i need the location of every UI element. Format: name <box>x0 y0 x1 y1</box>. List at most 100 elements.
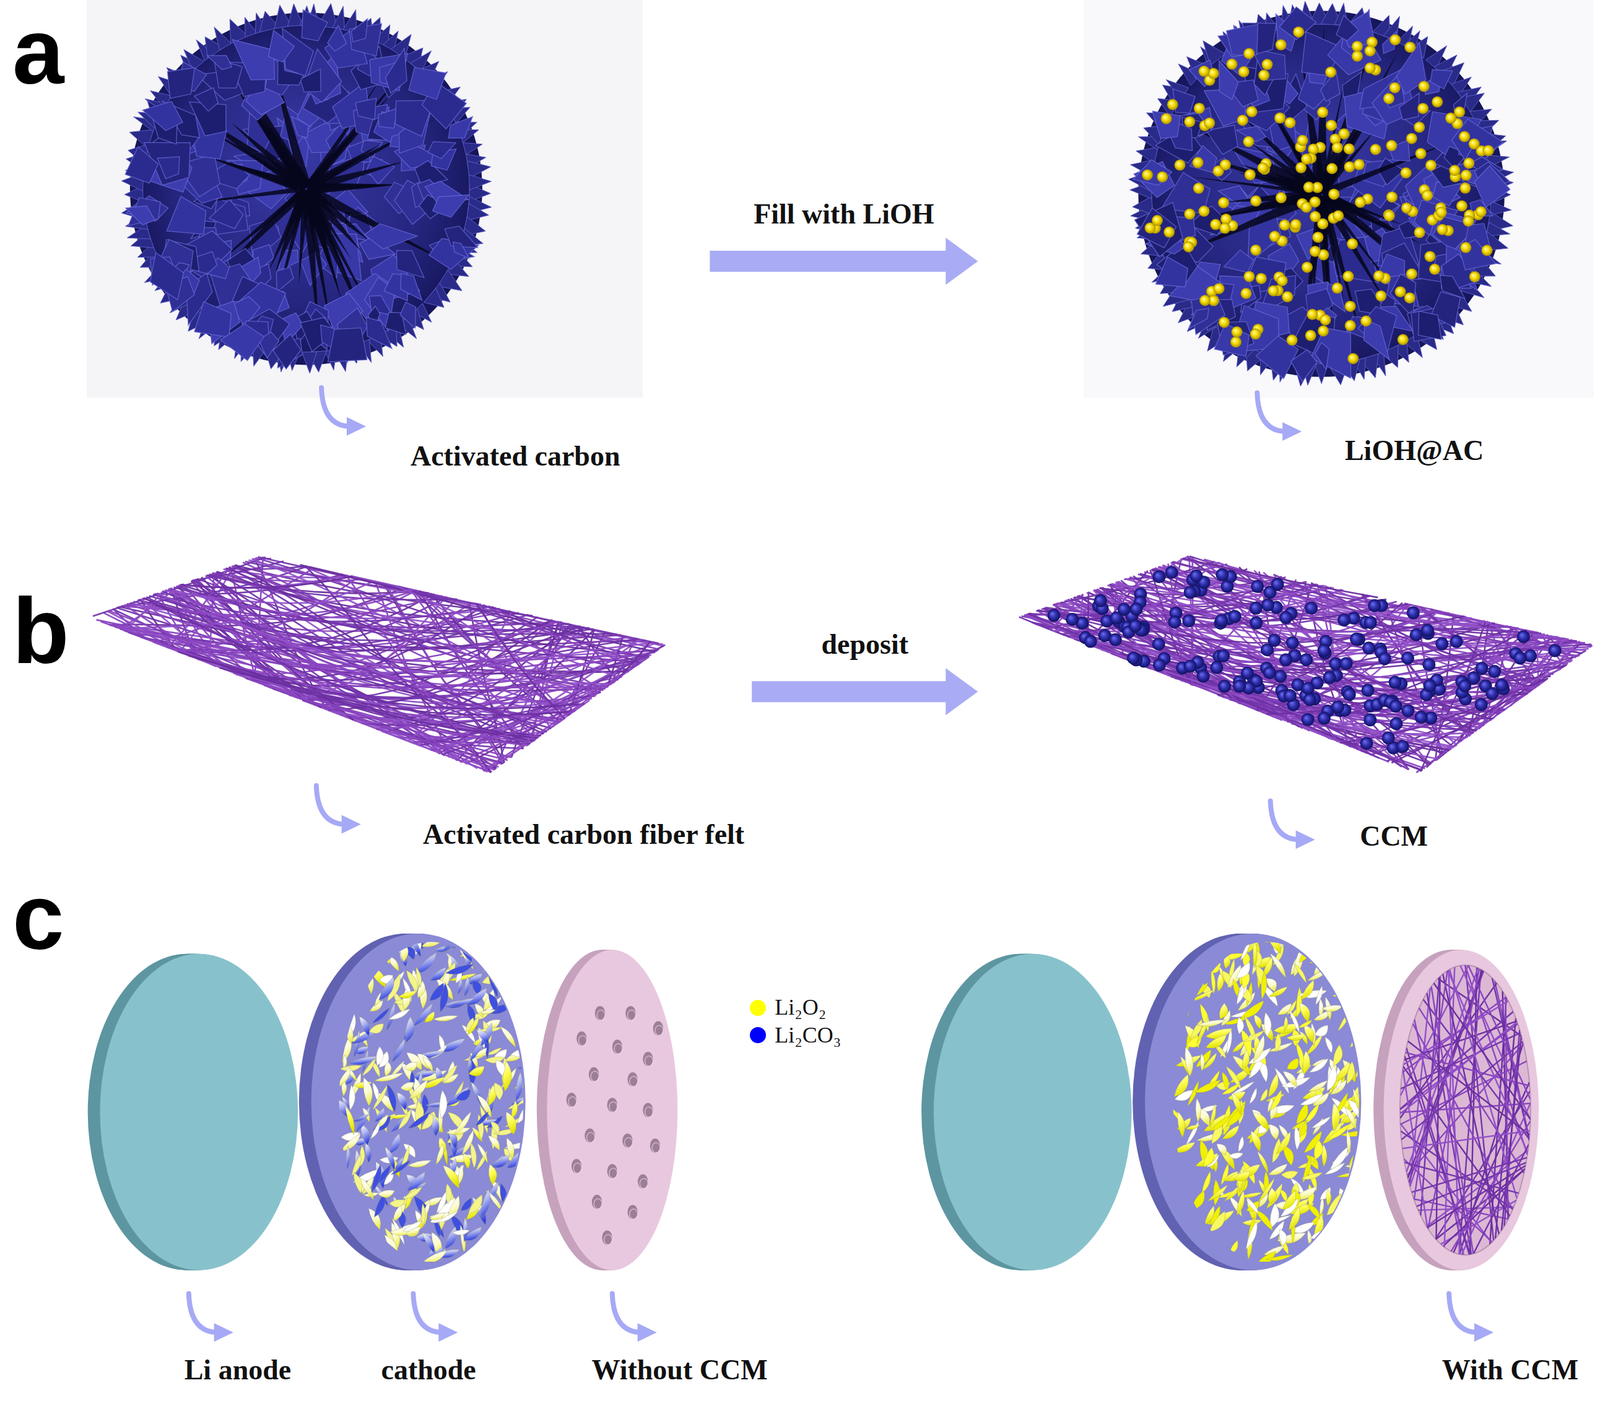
product-petal <box>353 1030 360 1058</box>
deposited-particle <box>1317 643 1331 657</box>
carbon-facet <box>378 108 399 129</box>
deposited-particle <box>1389 699 1403 713</box>
lioh-particle <box>1482 144 1495 157</box>
lioh-particle <box>1182 241 1194 253</box>
lioh-particle <box>1331 282 1344 294</box>
pore-slit <box>310 144 380 189</box>
deposited-particle <box>1128 619 1142 633</box>
product-petal <box>1191 977 1201 991</box>
lioh-particle <box>1425 159 1437 171</box>
separator-hole-rim <box>590 1071 599 1082</box>
carbon-fiber <box>616 641 651 681</box>
product-petal <box>494 1082 503 1101</box>
carbon-fiber <box>476 603 565 719</box>
deposited-particle <box>1517 630 1531 644</box>
product-petal <box>470 1142 477 1169</box>
separator-hole <box>607 1097 618 1113</box>
product-petal <box>391 1039 405 1062</box>
lioh-particle <box>1481 244 1493 256</box>
product-petal <box>372 1084 389 1111</box>
product-petal <box>488 1136 501 1152</box>
lithium-anode-disc <box>87 954 298 1271</box>
carbon-facet <box>453 242 470 259</box>
product-petal <box>479 1009 496 1015</box>
lioh-particle <box>1167 99 1179 111</box>
lioh-particle <box>1395 286 1407 298</box>
separator-hole <box>595 1006 605 1021</box>
lioh-particle <box>1326 162 1338 174</box>
lioh-particle <box>1213 282 1225 295</box>
lioh-particle <box>1317 106 1329 118</box>
carbon-facet <box>327 25 347 51</box>
lioh-particle <box>1344 320 1357 332</box>
lioh-particle <box>1151 214 1163 227</box>
product-petal <box>388 1009 411 1020</box>
carbon-facet <box>268 30 295 62</box>
separator-hole <box>625 1006 636 1021</box>
carbon-fiber <box>178 652 539 739</box>
separator-hole <box>642 1102 653 1118</box>
separator-hole <box>576 1031 587 1046</box>
carbon-fiber <box>127 603 609 688</box>
lioh-particle <box>1404 292 1416 304</box>
deposited-particle <box>1271 577 1285 591</box>
lioh-particle <box>1219 159 1231 171</box>
deposited-particle <box>1409 628 1423 642</box>
carbon-facet <box>400 273 423 301</box>
rim-spike <box>214 27 232 51</box>
lioh-particle <box>1257 162 1269 174</box>
product-petal <box>363 1077 373 1106</box>
lioh-particle <box>1400 167 1412 179</box>
carbon-fiber <box>396 585 622 678</box>
lioh-particle <box>1309 211 1321 223</box>
separator-hole-rim <box>627 1009 636 1020</box>
carbon-facet <box>273 334 301 370</box>
lioh-particle <box>1469 271 1481 283</box>
deposited-particle <box>1389 717 1403 731</box>
lioh-particle <box>1230 336 1242 348</box>
deposited-particle <box>1301 681 1315 695</box>
lioh-particle <box>1198 65 1210 77</box>
deposited-particle <box>1414 710 1428 724</box>
lioh-particle <box>1351 40 1363 53</box>
carbon-fiber-felt <box>92 556 666 773</box>
deposited-particle <box>1286 636 1300 650</box>
lioh-particle <box>1364 45 1376 57</box>
product-petal <box>378 943 391 965</box>
product-petal <box>384 1235 399 1258</box>
lioh-particle <box>1351 50 1363 62</box>
product-petal <box>421 934 447 948</box>
deposited-particle <box>1165 565 1179 579</box>
carbon-facet <box>1430 69 1453 90</box>
lioh-particle <box>1160 113 1173 125</box>
carbon-facet <box>408 67 446 100</box>
separator-hole <box>571 1159 582 1174</box>
product-petal <box>510 1047 533 1057</box>
carbon-facet <box>1291 349 1318 383</box>
lioh-particle <box>1303 181 1315 193</box>
carbon-facet <box>1134 202 1183 257</box>
product-petal <box>378 1190 396 1198</box>
carbon-facet <box>301 9 328 41</box>
deposited-particle <box>1261 598 1275 612</box>
product-petal <box>400 1082 415 1092</box>
carbon-fiber <box>1028 613 1423 771</box>
carbon-fiber <box>299 564 656 653</box>
product-petal <box>1309 1058 1329 1073</box>
product-petal <box>517 1015 529 1043</box>
product-petal <box>404 1226 422 1236</box>
separator-hole-rim <box>624 1137 633 1148</box>
lioh-particle <box>1276 274 1288 287</box>
deposited-particle <box>1232 679 1246 693</box>
deposited-particle <box>1267 634 1281 648</box>
carbon-facet <box>1188 308 1209 329</box>
lioh-particle <box>1383 209 1396 222</box>
lioh-particle <box>1218 317 1230 329</box>
product-petal <box>422 1232 435 1254</box>
carbon-fiber <box>1170 676 1505 716</box>
product-petal <box>455 1089 471 1101</box>
lioh-particle <box>1344 160 1356 173</box>
carbon-facet <box>432 195 470 218</box>
lioh-particle <box>1332 210 1344 222</box>
